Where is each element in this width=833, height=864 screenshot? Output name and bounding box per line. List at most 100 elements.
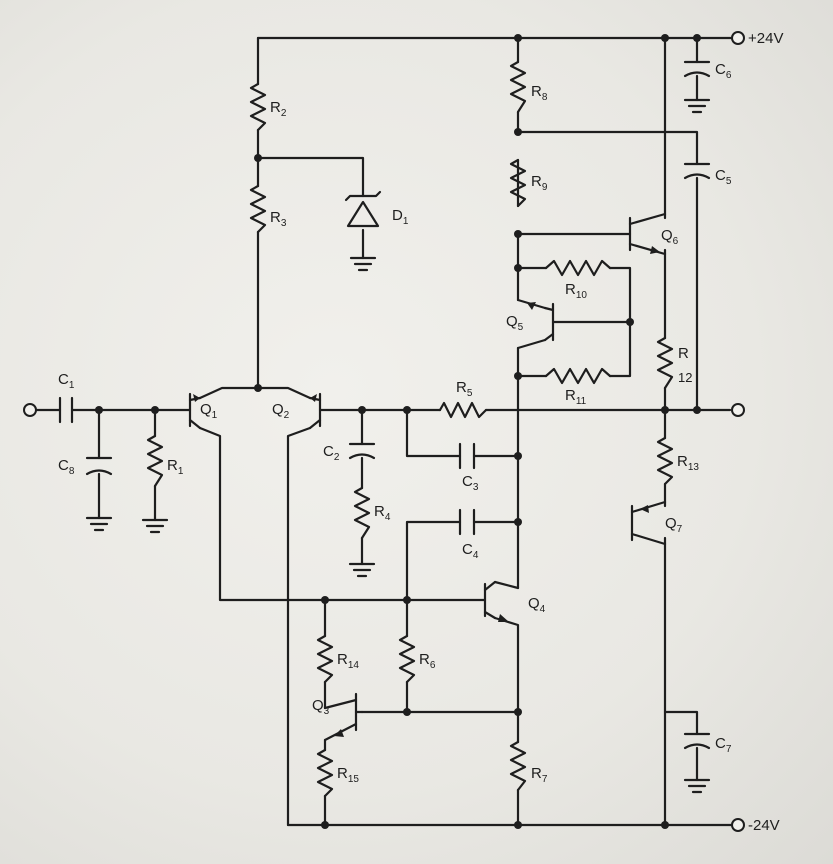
junction: [514, 708, 522, 716]
resistor-r7: [509, 740, 527, 792]
capacitor-c6: [683, 60, 711, 78]
transistor-q4: [483, 580, 509, 622]
junction: [403, 406, 411, 414]
resistor-label-r10: R10: [565, 281, 587, 301]
resistor-label-r12: R 12: [678, 345, 692, 385]
resistor-r1: [146, 434, 164, 488]
capacitor-c1: [58, 396, 74, 424]
junction: [514, 821, 522, 829]
resistor-r8: [509, 60, 527, 114]
positive-supply-label: +24V: [748, 30, 783, 47]
transistor-label-q3: Q3: [312, 697, 330, 717]
resistor-label-r15: R15: [337, 765, 359, 785]
junction: [254, 384, 262, 392]
capacitor-c5: [683, 162, 711, 180]
transistor-label-q7: Q7: [665, 515, 683, 535]
resistor-r6: [398, 634, 416, 684]
terminals: [23, 31, 745, 832]
resistor-r13: [656, 436, 674, 486]
resistor-r14: [316, 634, 334, 684]
capacitor-label-c5: C5: [715, 167, 732, 187]
transistor-q6: [628, 212, 667, 256]
capacitor-label-c7: C7: [715, 735, 732, 755]
junction: [254, 154, 262, 162]
junction: [514, 128, 522, 136]
transistor-q1: [188, 392, 202, 430]
svg-text:R: R: [678, 345, 689, 362]
transistor-q3: [323, 692, 364, 742]
junction: [358, 406, 366, 414]
diode-label-d1: D1: [392, 207, 409, 227]
capacitor-label-c4: C4: [462, 541, 479, 561]
zener-diode-d1: [344, 190, 382, 228]
resistor-label-r1: R1: [167, 457, 184, 477]
junction-dots: [95, 34, 701, 829]
junction: [514, 452, 522, 460]
junction: [151, 406, 159, 414]
resistor-label-r3: R3: [270, 209, 287, 229]
capacitor-label-c2: C2: [323, 443, 340, 463]
junction: [661, 406, 669, 414]
junction: [321, 596, 329, 604]
resistor-r4: [353, 486, 371, 540]
transistor-label-q6: Q6: [661, 227, 679, 247]
ground-icon: [349, 254, 377, 272]
transistor-q5: [527, 302, 555, 342]
resistors: [146, 60, 674, 798]
junction: [626, 318, 634, 326]
output-terminal[interactable]: [731, 403, 745, 417]
transistor-label-q4: Q4: [528, 595, 546, 615]
resistor-r11: [544, 367, 612, 385]
capacitor-c8: [85, 456, 113, 476]
junction: [693, 34, 701, 42]
capacitor-c7: [683, 732, 711, 750]
resistor-label-r5: R5: [456, 379, 473, 399]
ground-icon: [683, 778, 711, 794]
ground-icon: [348, 560, 376, 578]
capacitor-label-c8: C8: [58, 457, 75, 477]
resistor-r2: [249, 82, 267, 132]
ground-icon: [683, 98, 711, 114]
junction: [403, 708, 411, 716]
resistor-r3: [249, 184, 267, 234]
resistor-label-r11: R11: [565, 387, 587, 407]
resistor-label-r13: R13: [677, 453, 699, 473]
capacitor-c2: [348, 442, 376, 460]
resistor-label-r2: R2: [270, 99, 287, 119]
capacitors: [58, 60, 711, 750]
transistor-q2: [308, 392, 322, 430]
capacitor-c3: [458, 442, 476, 470]
junction: [693, 406, 701, 414]
resistor-label-r9: R9: [531, 173, 548, 193]
junction: [514, 230, 522, 238]
resistor-label-r4: R4: [374, 503, 391, 523]
labels: +24V -24V R2 R3 R1 R4 R5 R6 R7 R8 R9 R10…: [58, 30, 783, 834]
junction: [514, 518, 522, 526]
capacitor-c4: [458, 508, 476, 536]
junction: [403, 596, 411, 604]
negative-supply-terminal[interactable]: [731, 818, 745, 832]
input-terminal[interactable]: [23, 403, 37, 417]
junction: [661, 34, 669, 42]
junction: [661, 821, 669, 829]
resistor-r12: [656, 336, 674, 390]
resistor-r9: [509, 158, 527, 208]
grounds: [85, 98, 711, 794]
negative-supply-label: -24V: [748, 817, 780, 834]
capacitor-label-c1: C1: [58, 371, 75, 391]
transistor-label-q5: Q5: [506, 313, 524, 333]
junction: [514, 372, 522, 380]
positive-supply-terminal[interactable]: [731, 31, 745, 45]
resistor-label-r6: R6: [419, 651, 436, 671]
resistor-label-r14: R14: [337, 651, 359, 671]
capacitor-label-c6: C6: [715, 61, 732, 81]
junction: [514, 264, 522, 272]
ground-icon: [141, 516, 169, 534]
capacitor-label-c3: C3: [462, 473, 479, 493]
transistor-q7: [630, 500, 667, 546]
junction: [321, 821, 329, 829]
resistor-r10: [544, 259, 612, 277]
resistor-label-r7: R7: [531, 765, 548, 785]
junction: [514, 34, 522, 42]
